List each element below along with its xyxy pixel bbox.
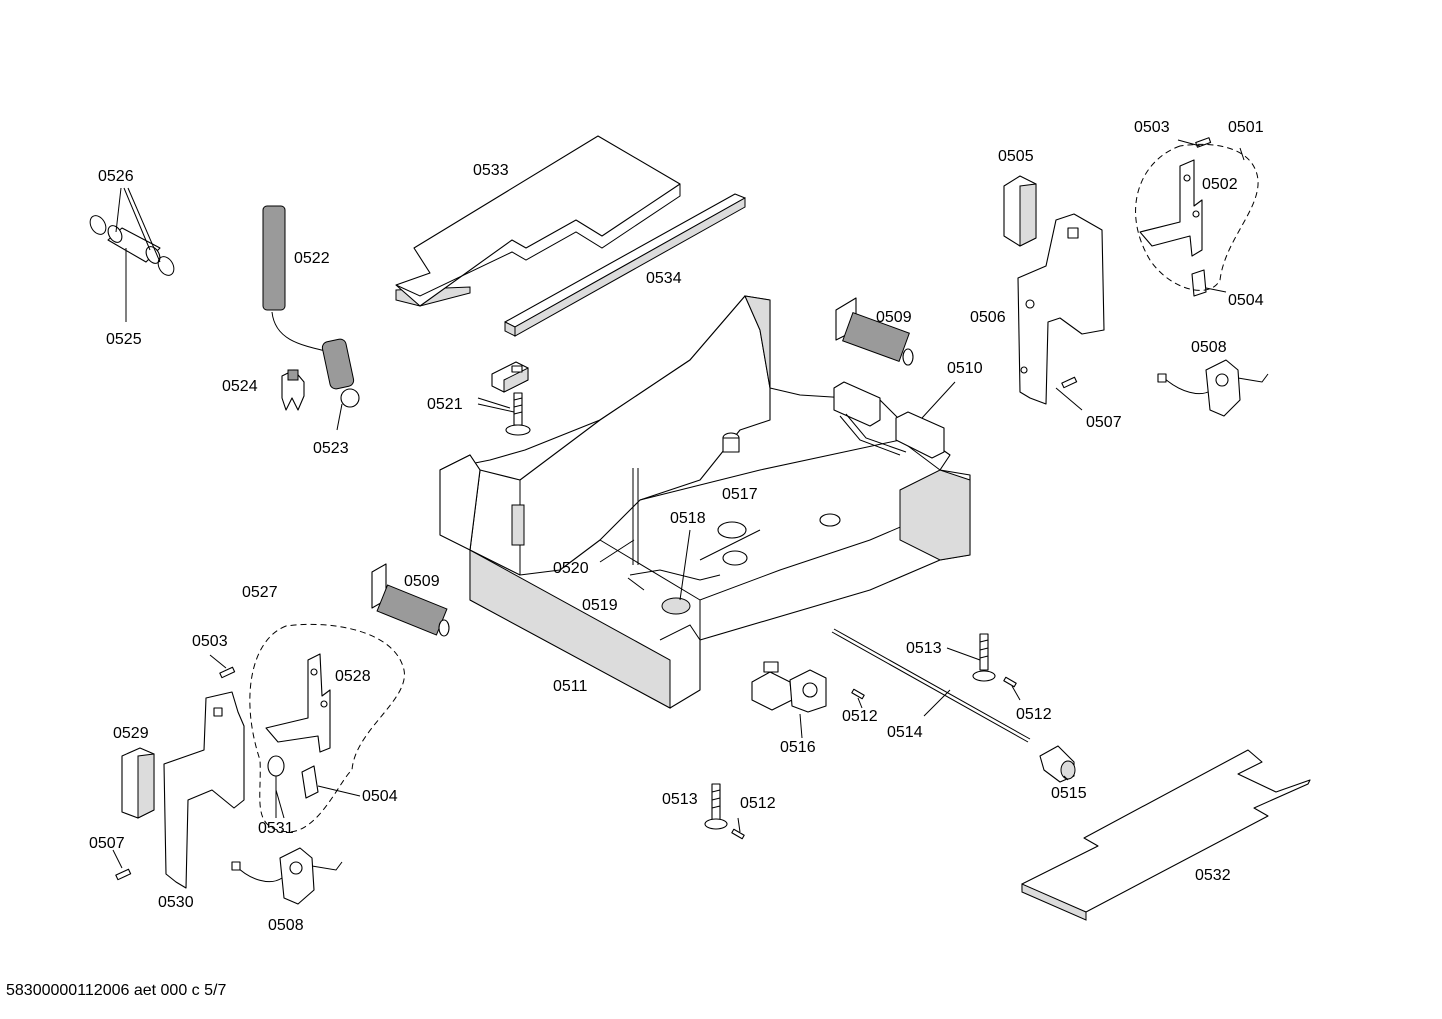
part-0508-actuator-right bbox=[1157, 359, 1269, 417]
label-0532: 0532 bbox=[1195, 867, 1231, 884]
part-0515-plug bbox=[1039, 745, 1076, 783]
part-0507-screw-left bbox=[115, 868, 132, 881]
label-0508: 0508 bbox=[268, 917, 304, 934]
label-0522: 0522 bbox=[294, 250, 330, 267]
label-0503: 0503 bbox=[1134, 119, 1170, 136]
label-0513: 0513 bbox=[662, 791, 698, 808]
part-0513-foot-right bbox=[972, 633, 996, 682]
part-0516-valve bbox=[751, 661, 827, 713]
label-0531: 0531 bbox=[258, 820, 294, 837]
label-0507: 0507 bbox=[1086, 414, 1122, 431]
part-0528-hinge-lower-left bbox=[265, 653, 331, 753]
group-outline-0527 bbox=[249, 623, 405, 833]
part-0504-clip-left bbox=[301, 765, 319, 799]
label-0523: 0523 bbox=[313, 440, 349, 457]
label-0504: 0504 bbox=[362, 788, 398, 805]
label-0534: 0534 bbox=[646, 270, 682, 287]
part-0530-bracket bbox=[163, 691, 245, 889]
label-0506: 0506 bbox=[970, 309, 1006, 326]
part-0513-foot-lower bbox=[704, 783, 728, 830]
label-0516: 0516 bbox=[780, 739, 816, 756]
part-0525-hose bbox=[89, 215, 175, 276]
part-0512-screw-right bbox=[1003, 676, 1017, 688]
part-labels: 0501 0503 0502 0505 0504 0506 0508 0510 … bbox=[89, 119, 1264, 934]
part-0522-corrugated-hose bbox=[262, 205, 360, 408]
label-0512: 0512 bbox=[842, 708, 878, 725]
part-0534-strip bbox=[504, 193, 746, 337]
label-0520: 0520 bbox=[553, 560, 589, 577]
label-0512: 0512 bbox=[740, 795, 776, 812]
label-0529: 0529 bbox=[113, 725, 149, 742]
label-0517: 0517 bbox=[722, 486, 758, 503]
label-0511: 0511 bbox=[553, 678, 588, 695]
leader-lines bbox=[112, 139, 1245, 869]
label-0519: 0519 bbox=[582, 597, 618, 614]
label-0509: 0509 bbox=[876, 309, 912, 326]
part-0506-bracket bbox=[1017, 213, 1105, 405]
part-0529-cover bbox=[121, 747, 155, 819]
part-0514-rod bbox=[831, 628, 1031, 743]
label-0502: 0502 bbox=[1202, 176, 1238, 193]
label-0504: 0504 bbox=[1228, 292, 1264, 309]
label-0512: 0512 bbox=[1016, 706, 1052, 723]
label-0507: 0507 bbox=[89, 835, 125, 852]
label-0503: 0503 bbox=[192, 633, 228, 650]
label-0527: 0527 bbox=[242, 584, 278, 601]
part-0532-board bbox=[1021, 749, 1311, 921]
label-0510: 0510 bbox=[947, 360, 983, 377]
part-0512-screw-mid bbox=[851, 688, 865, 700]
part-0531-bushing bbox=[267, 755, 285, 818]
label-0530: 0530 bbox=[158, 894, 194, 911]
part-0524-clip bbox=[281, 369, 305, 411]
label-0526: 0526 bbox=[98, 168, 134, 185]
part-0510-connectors bbox=[833, 381, 945, 459]
part-0505-cover bbox=[1003, 175, 1037, 247]
part-0508-actuator-left bbox=[231, 847, 343, 905]
label-0514: 0514 bbox=[887, 724, 923, 741]
part-0521-foot bbox=[491, 361, 531, 436]
label-0524: 0524 bbox=[222, 378, 258, 395]
part-0507-screw-right bbox=[1061, 376, 1078, 389]
part-0502-hinge-upper-right bbox=[1139, 137, 1212, 297]
label-0528: 0528 bbox=[335, 668, 371, 685]
part-0512-screw-lower bbox=[731, 828, 745, 840]
label-0501: 0501 bbox=[1228, 119, 1264, 136]
label-0518: 0518 bbox=[670, 510, 706, 527]
part-0533-board bbox=[395, 135, 681, 307]
group-outline-0501 bbox=[1135, 143, 1259, 291]
label-0508: 0508 bbox=[1191, 339, 1227, 356]
label-0521: 0521 bbox=[427, 396, 463, 413]
label-0515: 0515 bbox=[1051, 785, 1087, 802]
part-0503-screw-left bbox=[219, 666, 236, 679]
label-0505: 0505 bbox=[998, 148, 1034, 165]
label-0509: 0509 bbox=[404, 573, 440, 590]
part-0509-spring-lower bbox=[371, 563, 450, 637]
drawing-code: 58300000112006 aet 000 c 5/7 bbox=[6, 982, 227, 999]
label-0533: 0533 bbox=[473, 162, 509, 179]
label-0513: 0513 bbox=[906, 640, 942, 657]
label-0525: 0525 bbox=[106, 331, 142, 348]
part-0509-spring-upper bbox=[835, 297, 914, 366]
